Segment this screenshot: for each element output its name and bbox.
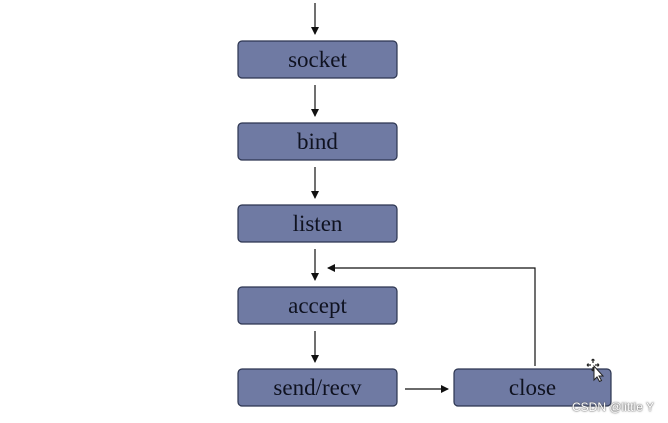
watermark: CSDN @little Y [572,400,654,414]
move-cursor-icon [586,358,605,382]
node-sendrecv-label: send/recv [273,375,362,400]
node-close-label: close [509,375,556,400]
node-listen: listen [237,204,398,243]
node-accept: accept [237,286,398,325]
node-bind-label: bind [297,129,338,154]
node-bind: bind [237,122,398,161]
node-sendrecv: send/recv [237,368,398,407]
node-socket: socket [237,40,398,79]
node-socket-label: socket [288,47,347,72]
node-close: close [453,368,612,407]
node-listen-label: listen [293,211,343,236]
edge-close-loop-to-accept [327,264,536,366]
node-accept-label: accept [288,293,347,318]
